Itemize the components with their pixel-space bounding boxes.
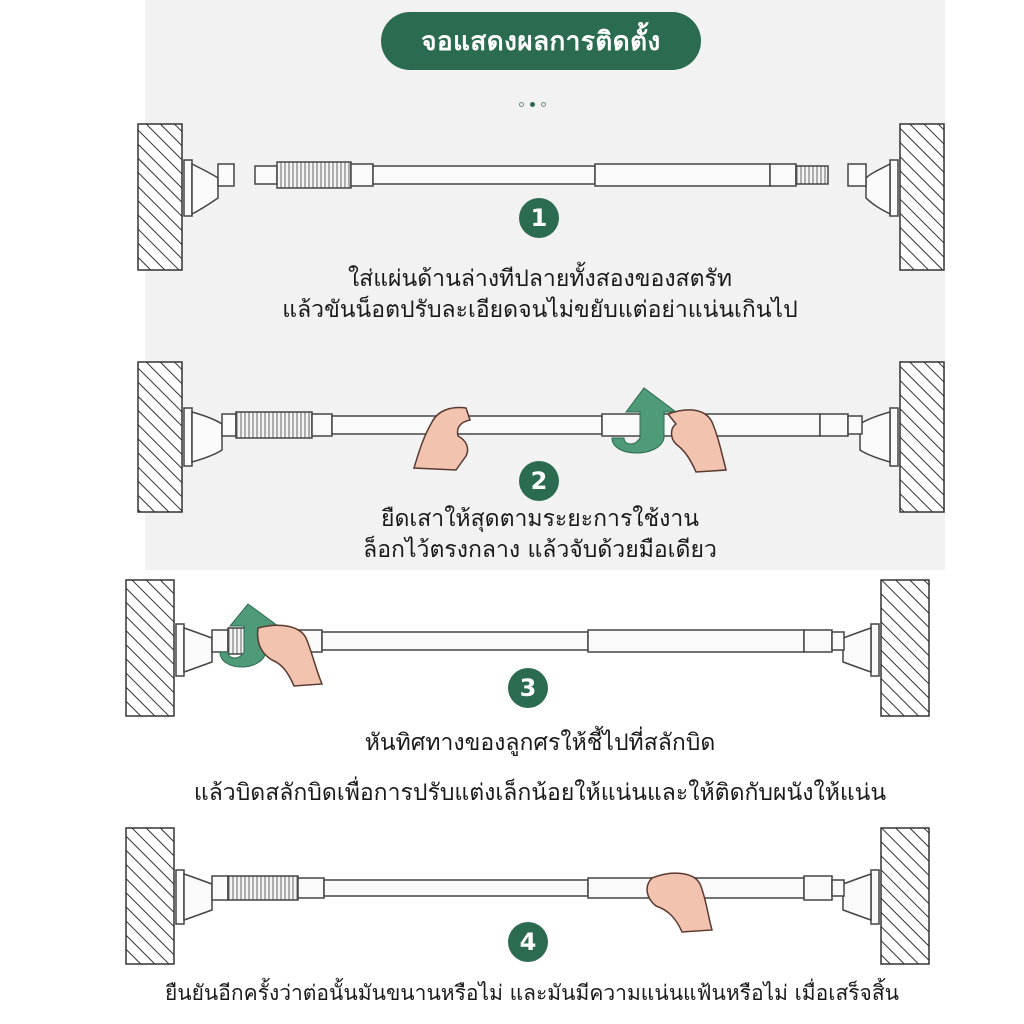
right-end-cap	[842, 869, 880, 925]
step-3-line-1: หันทิศทางของลูกศรให้ชี้ไปที่สลักบิด	[364, 730, 716, 756]
step-1-badge: 1	[519, 198, 559, 238]
step-3-illustration	[125, 579, 930, 717]
hand-icon	[256, 624, 324, 687]
carousel-dot[interactable]	[519, 102, 524, 107]
carousel-dots[interactable]	[519, 102, 546, 107]
left-end-cap	[183, 159, 235, 217]
tension-rod	[254, 161, 829, 189]
step-1-caption: ใส่แผ่นด้านล่างทีปลายทั้งสองของสตรัท แล้…	[130, 264, 950, 326]
step-2-badge: 2	[519, 461, 559, 501]
left-hand-icon	[413, 406, 471, 471]
step-1-line-2: แล้วขันน็อตปรับละเอียดจนไม่ขยับแต่อย่าแน…	[282, 297, 798, 323]
step-3-line-2: แล้วบิดสลักบิดเพื่อการปรับแต่งเล็กน้อยให…	[193, 780, 887, 806]
step-3-badge: 3	[508, 668, 548, 708]
carousel-dot[interactable]	[541, 102, 546, 107]
rotate-arrow-icon	[611, 387, 678, 454]
step-1-illustration	[137, 123, 945, 271]
page-title: จอแสดงผลการติดตั้ง	[381, 12, 701, 70]
right-end-cap	[842, 623, 880, 677]
left-end-cap	[183, 407, 223, 467]
step-4-badge: 4	[508, 922, 548, 962]
right-end-cap	[847, 159, 899, 217]
step-2-illustration	[137, 361, 945, 513]
left-wall	[137, 361, 183, 513]
tension-rod	[221, 411, 863, 439]
step-2-line-2: ล็อกไว้ตรงกลาง แล้วจับด้วยมือเดียว	[363, 537, 717, 563]
left-wall	[137, 123, 183, 271]
hand-icon	[646, 872, 713, 933]
right-wall	[880, 579, 930, 717]
carousel-dot-active[interactable]	[530, 102, 535, 107]
right-wall	[899, 361, 945, 513]
right-wall	[880, 827, 930, 965]
left-end-cap	[175, 869, 213, 925]
left-end-cap	[175, 623, 213, 677]
step-1-line-1: ใส่แผ่นด้านล่างทีปลายทั้งสองของสตรัท	[347, 266, 733, 292]
right-hand-icon	[666, 409, 727, 473]
step-4-caption: ยืนยันอีกครั้งว่าต่อนั้นมันขนานหรือไม่ แ…	[164, 981, 900, 1005]
right-end-cap	[859, 407, 899, 467]
step-2-caption: ยืดเสาให้สุดตามระยะการใช้งาน ล็อกไว้ตรงก…	[130, 504, 950, 566]
tension-rod	[211, 875, 845, 901]
step-4-illustration	[125, 827, 930, 965]
right-wall	[899, 123, 945, 271]
left-wall	[125, 579, 175, 717]
left-wall	[125, 827, 175, 965]
step-2-line-1: ยืดเสาให้สุดตามระยะการใช้งาน	[380, 506, 700, 532]
